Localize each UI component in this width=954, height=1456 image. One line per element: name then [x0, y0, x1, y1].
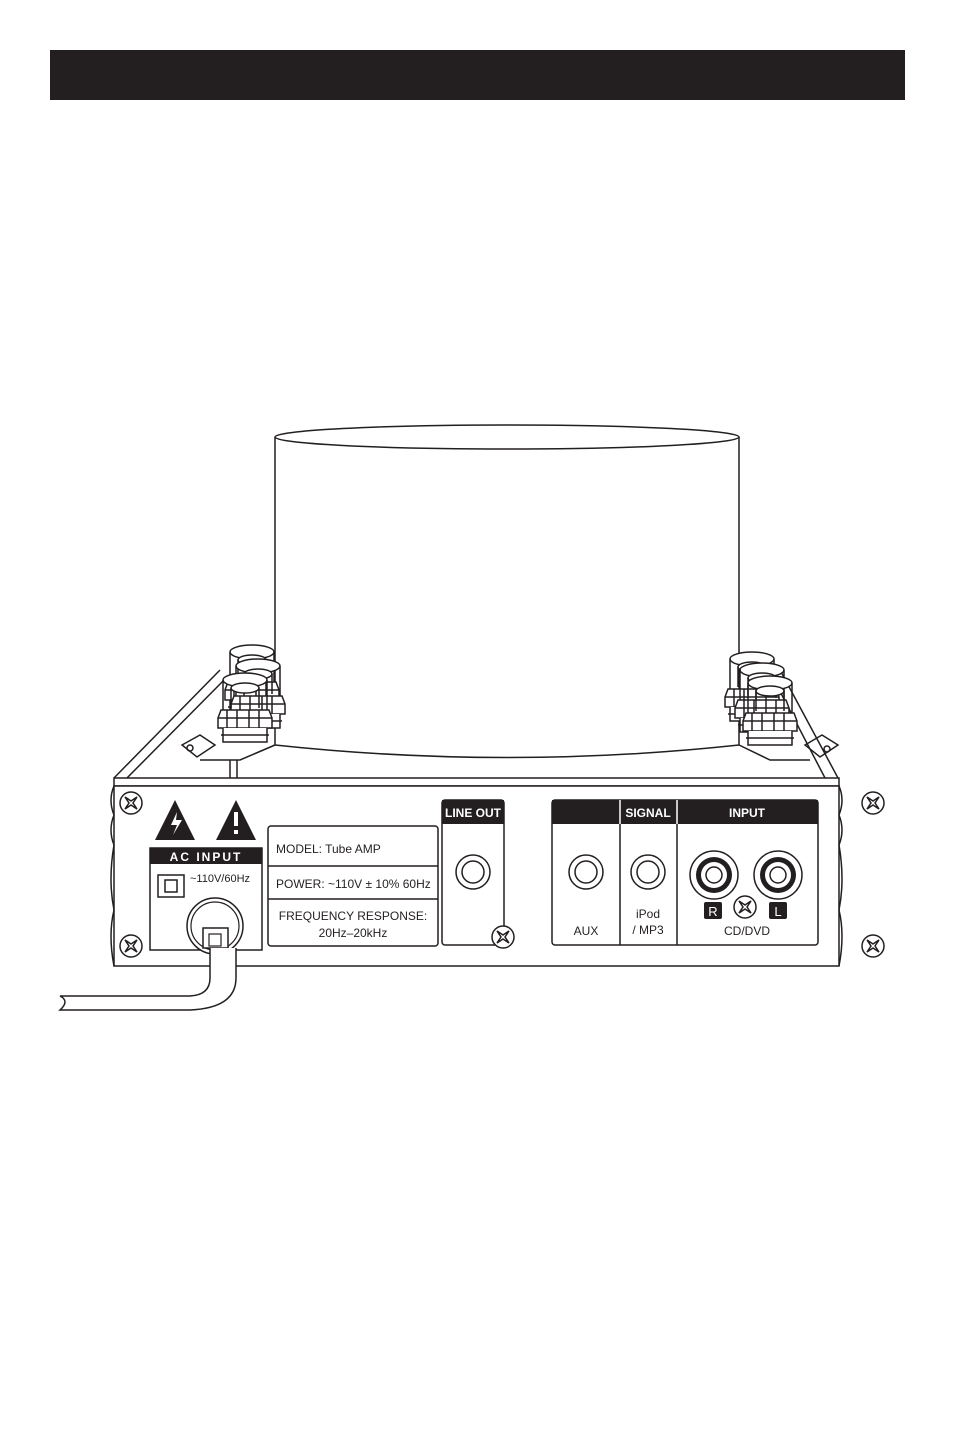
- model-text: MODEL: Tube AMP: [276, 842, 381, 856]
- input-header: INPUT: [729, 806, 766, 820]
- rca-right-jack[interactable]: [690, 851, 738, 899]
- screw-icon: [492, 926, 514, 948]
- frequency-response-title: FREQUENCY RESPONSE:: [279, 909, 427, 923]
- right-badge-label: R: [708, 904, 717, 919]
- screw-icon: [120, 935, 142, 957]
- aux-jack[interactable]: [569, 855, 603, 889]
- screw-icon: [862, 935, 884, 957]
- transformer-cover: [275, 425, 739, 758]
- cd-dvd-label: CD/DVD: [724, 924, 770, 938]
- signal-input-section: SIGNAL INPUT AUX iPod / MP3 R L: [552, 800, 818, 945]
- rca-left-jack[interactable]: [754, 851, 802, 899]
- ipod-label: iPod: [636, 907, 660, 921]
- frequency-response-value: 20Hz–20kHz: [319, 926, 388, 940]
- mp3-label: / MP3: [632, 923, 664, 937]
- ipod-mp3-jack[interactable]: [631, 855, 665, 889]
- line-out-header: LINE OUT: [445, 806, 502, 820]
- screw-icon: [862, 792, 884, 814]
- signal-header: SIGNAL: [625, 806, 670, 820]
- left-badge-label: L: [774, 904, 781, 919]
- ac-input-header: AC INPUT: [170, 850, 243, 864]
- ac-input-rating: ~110V/60Hz: [190, 873, 250, 885]
- line-out-jack[interactable]: [456, 855, 490, 889]
- aux-label: AUX: [574, 924, 599, 938]
- power-text: POWER: ~110V ± 10% 60Hz: [276, 877, 431, 891]
- model-info-label: MODEL: Tube AMP POWER: ~110V ± 10% 60Hz …: [268, 826, 438, 946]
- line-out-section: LINE OUT: [442, 800, 514, 948]
- screw-icon: [120, 792, 142, 814]
- screw-icon: [734, 896, 756, 918]
